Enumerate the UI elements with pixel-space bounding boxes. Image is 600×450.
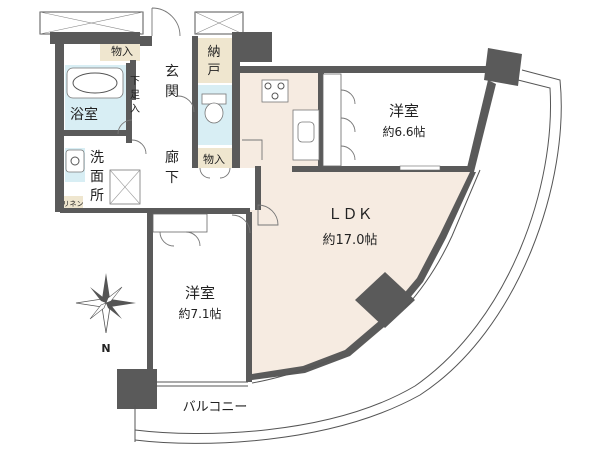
wall-room1-left — [318, 72, 324, 168]
toilet — [201, 93, 227, 105]
washroom-label-3: 所 — [90, 188, 104, 204]
storage-corridor-floor — [197, 148, 232, 168]
compass-rose — [75, 273, 136, 334]
washroom-label-2: 面 — [90, 169, 104, 185]
linen-floor — [63, 196, 83, 210]
door-entrance — [151, 7, 181, 37]
linen-label: リネン — [63, 200, 84, 208]
ldk-size: 約17.0帖 — [323, 233, 378, 248]
entrance-label-2: 関 — [165, 84, 179, 100]
door-bath — [117, 119, 133, 135]
wall-bath-bottom — [62, 130, 132, 136]
door-wash — [131, 139, 147, 155]
washroom-label-1: 洗 — [90, 150, 104, 166]
door-room1-ldk — [242, 139, 263, 160]
door-corridor — [231, 214, 251, 234]
door-ldk — [257, 204, 279, 226]
shoe-box-label-1: 下 — [130, 76, 140, 87]
wall-left — [55, 32, 64, 212]
western-room-2-size: 約7.1帖 — [178, 306, 221, 321]
balcony-label: バルコニー — [183, 400, 248, 415]
wall-corridor-bottom — [150, 208, 250, 214]
wall-top-block — [140, 36, 152, 46]
room2-closet — [152, 213, 208, 233]
shoe-box-label-2: 足 — [130, 89, 140, 101]
wall-top-center — [232, 32, 272, 62]
wall-wash-bottom — [60, 208, 150, 213]
storage-top-floor — [100, 43, 140, 61]
wall-room2-right — [246, 212, 252, 382]
storage-closet-label-1: 納 — [207, 45, 220, 60]
column-bottom-left — [117, 369, 157, 409]
wall-top-left — [50, 32, 140, 44]
entrance-label-1: 玄 — [165, 63, 179, 80]
wash-basin — [65, 149, 85, 173]
wall-toilet-left — [192, 36, 198, 168]
western-room-1-size: 約6.6帖 — [382, 124, 425, 139]
storage-corridor-label: 物入 — [203, 152, 225, 166]
bathroom-label: 浴室 — [70, 106, 98, 123]
north-label: N — [101, 342, 110, 355]
balcony-outline — [134, 69, 562, 444]
storage-top-label: 物入 — [111, 44, 133, 58]
wall-ldk-top — [240, 66, 490, 73]
door-storage-corridor — [199, 167, 231, 179]
ldk-label: ＬＤＫ — [327, 205, 372, 223]
western-room-2-label: 洋室 — [185, 284, 215, 302]
room1-window — [399, 165, 441, 171]
wall-toilet-right — [232, 60, 240, 168]
closet-floor — [197, 38, 232, 83]
wall-room2-left — [147, 212, 153, 392]
wall-room1-right — [466, 80, 496, 172]
column-middle — [355, 272, 415, 328]
wall-entrance-left — [130, 60, 136, 100]
stove — [261, 79, 289, 103]
ldk-floor-main — [250, 166, 470, 370]
door-toilet — [177, 95, 195, 113]
column-top-right — [484, 48, 522, 86]
storage-closet-label-2: 戸 — [207, 63, 220, 78]
corridor-label-2: 下 — [165, 170, 179, 186]
shoe-box-label-3: 入 — [130, 104, 140, 115]
wall-ldk-curve — [252, 172, 476, 380]
room1-closet — [322, 73, 342, 167]
western-room-1-floor — [322, 72, 490, 172]
corridor-label-1: 廊 — [165, 149, 179, 166]
wall-bath-right — [126, 63, 132, 143]
wall-ldk-divider — [255, 166, 261, 210]
western-room-1-label: 洋室 — [389, 102, 419, 120]
kitchen-sink — [297, 121, 315, 143]
wall-room1-bottom — [292, 166, 470, 172]
